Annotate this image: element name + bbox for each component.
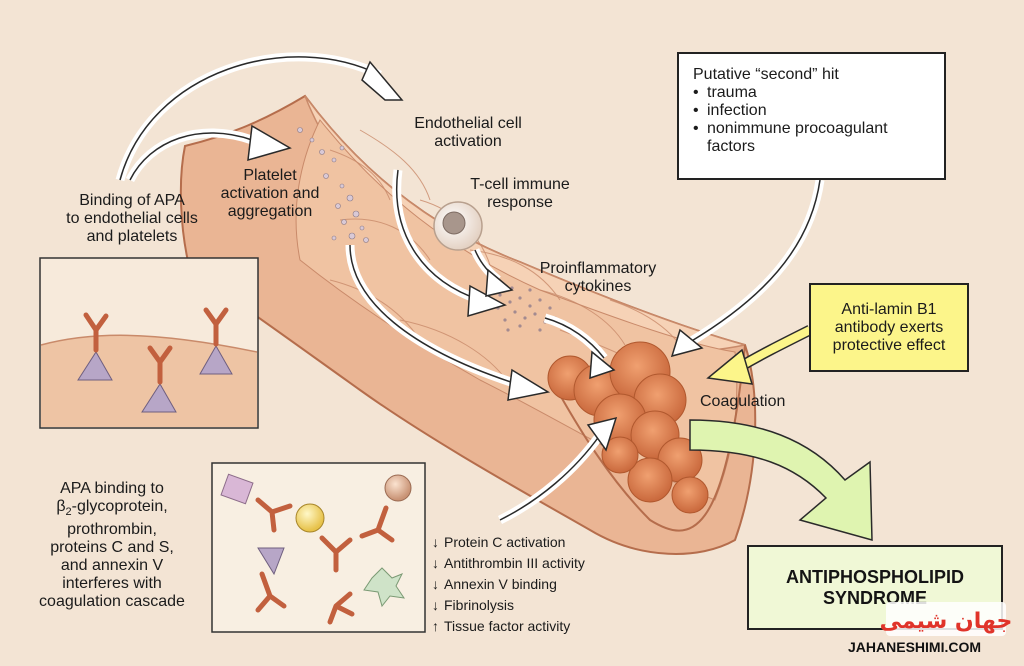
list-item: infection bbox=[693, 102, 930, 120]
arrow-up-icon: ↑ bbox=[432, 618, 439, 634]
label-coagulation: Coagulation bbox=[700, 393, 786, 410]
label-binding-apa: Binding of APA to endothelial cells and … bbox=[66, 192, 198, 245]
cascade-inset bbox=[211, 462, 426, 633]
label-proinflammatory-cytokines: Proinflammatory cytokines bbox=[539, 260, 657, 295]
arrow-down-icon: ↓ bbox=[432, 534, 439, 550]
t-cell bbox=[433, 201, 483, 251]
anti-lamin-box: Anti-lamin B1 antibody exerts protective… bbox=[809, 283, 969, 372]
second-hit-box: Putative “second” hit trauma infection n… bbox=[677, 52, 946, 180]
yellow-arrow bbox=[706, 325, 813, 385]
watermark-logo: جهان شیمی bbox=[880, 602, 1013, 636]
blood-vessel-rim bbox=[559, 344, 746, 532]
label-platelet-activation: Platelet activation and aggregation bbox=[220, 167, 320, 220]
label-apa-binding: APA binding to β2-glycoprotein, prothrom… bbox=[39, 480, 185, 611]
arrow-down-icon: ↓ bbox=[432, 597, 439, 613]
effect-item: ↓Annexin V binding bbox=[432, 574, 585, 595]
effect-item: ↑Tissue factor activity bbox=[432, 616, 585, 637]
binding-inset bbox=[39, 257, 259, 429]
platelet-aggregate bbox=[297, 127, 369, 243]
blood-clot bbox=[547, 341, 709, 514]
label-endothelial-activation: Endothelial cell activation bbox=[414, 115, 522, 150]
effect-item: ↓Antithrombin III activity bbox=[432, 553, 585, 574]
label-tcell-response: T-cell immune response bbox=[470, 176, 570, 211]
arrow-down-icon: ↓ bbox=[432, 576, 439, 592]
arrowheads bbox=[247, 60, 704, 452]
effects-list: ↓Protein C activation ↓Antithrombin III … bbox=[432, 532, 585, 637]
flow-arrows bbox=[115, 52, 825, 525]
effect-item: ↓Protein C activation bbox=[432, 532, 585, 553]
effect-item: ↓Fibrinolysis bbox=[432, 595, 585, 616]
watermark-url: JAHANESHIMI.COM bbox=[848, 639, 982, 655]
second-hit-title: Putative “second” hit bbox=[693, 66, 839, 83]
second-hit-list: trauma infection nonimmune procoagulant … bbox=[693, 84, 930, 156]
watermark-logo-text: جهان شیمی bbox=[880, 609, 1013, 634]
list-item: trauma bbox=[693, 84, 930, 102]
green-arrow bbox=[689, 419, 873, 541]
arrow-down-icon: ↓ bbox=[432, 555, 439, 571]
list-item: nonimmune procoagulant factors bbox=[693, 120, 930, 156]
